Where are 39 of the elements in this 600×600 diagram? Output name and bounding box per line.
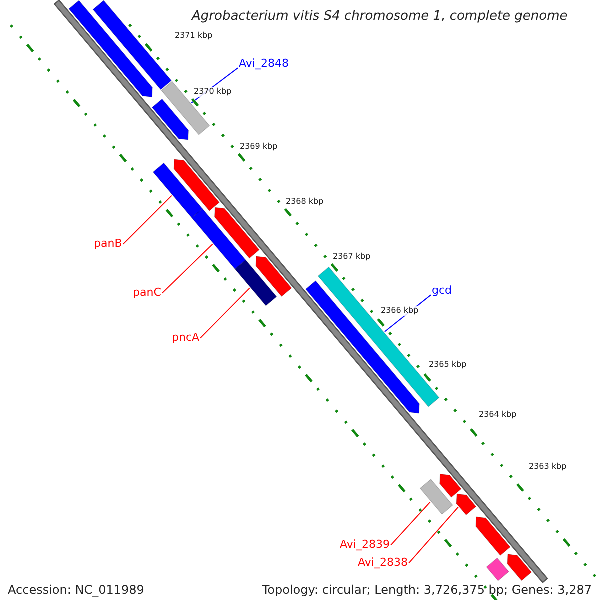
gene-label: Avi_2838 (358, 556, 408, 570)
leader-line (390, 502, 431, 546)
scale-label: 2371 kbp (175, 31, 213, 41)
info-text: Accession: NC_011989 (8, 583, 144, 598)
gene-block (234, 260, 278, 306)
scale-label: 2364 kbp (479, 410, 517, 420)
gene-block (152, 98, 189, 140)
gene-label: pncA (172, 331, 200, 344)
gene-block (92, 0, 172, 90)
scale-label: 2370 kbp (194, 87, 232, 97)
gene-block (214, 207, 260, 259)
gene-block (305, 280, 420, 414)
gene-block (192, 208, 246, 270)
scale-label: 2365 kbp (429, 360, 467, 370)
scale-label: 2367 kbp (333, 252, 371, 262)
info-text: Topology: circular; Length: 3,726,375 bp; Genes: 3,287 (262, 583, 592, 598)
gene-block (256, 256, 292, 298)
gene-label: panB (94, 237, 122, 250)
leader-line (162, 244, 214, 294)
leader-line (200, 288, 250, 339)
gene-label: panC (133, 286, 162, 300)
scale-label: 2368 kbp (286, 197, 324, 207)
gene-block (68, 0, 153, 98)
gene-label: gcd (432, 284, 452, 298)
gene-block (440, 474, 462, 498)
scale-label: 2369 kbp (240, 142, 278, 152)
gene-block (476, 516, 511, 556)
gene-label: Avi_2839 (340, 538, 390, 552)
gene-block (152, 162, 204, 218)
leader-line (408, 506, 459, 564)
gene-block (456, 494, 477, 516)
leader-line (122, 195, 172, 245)
gene-label: Avi_2848 (239, 57, 289, 70)
scale-label: 2363 kbp (529, 462, 567, 472)
gene-block (174, 159, 220, 212)
gene-block (420, 479, 454, 515)
gene-block (486, 558, 510, 582)
gene-block (507, 554, 532, 582)
scale-label: 2366 kbp (381, 306, 419, 316)
